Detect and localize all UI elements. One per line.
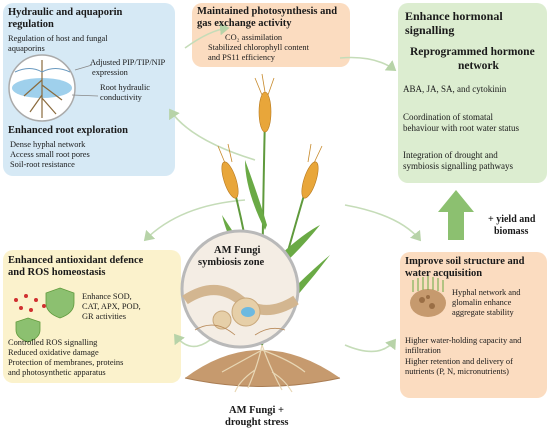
drought-stress-line2: drought stress [225, 417, 289, 428]
arrow-to-hormonal [339, 56, 397, 71]
hormone-network-line1: Reprogrammed hormone [410, 46, 535, 58]
arrow-to-hydraulic [169, 108, 256, 161]
hyphal-network-line3: aggregate stability [452, 308, 514, 317]
photosynthesis-panel [192, 3, 350, 67]
soil-text-line2: infiltration [405, 346, 441, 355]
hormonal-signalling-panel [398, 3, 547, 183]
photosynthesis-title-line2: gas exchange activity [197, 18, 292, 29]
yield-up-arrow [438, 190, 474, 240]
root-exploration-item2: Access small root pores [10, 150, 90, 159]
arrow-to-photosynthesis [184, 22, 230, 49]
stomatal-coordination-line1: Coordination of stomatal [403, 112, 493, 122]
soil-text-line1: Higher water-holding capacity and [405, 336, 522, 345]
root-exploration-title: Enhanced root exploration [8, 125, 128, 136]
arrow-to-soil [344, 204, 422, 242]
root-exploration-item1: Dense hyphal network [10, 140, 86, 149]
signal-integration-line1: Integration of drought and [403, 150, 498, 160]
antioxidant-text-line3: Protection of membranes, proteins [8, 358, 124, 367]
soil-text-line4: nutrients (P, N, micronutrients) [405, 367, 509, 376]
stomatal-coordination-line2: behaviour with root water status [403, 123, 519, 133]
hyphal-network-line2: glomalin enhance [452, 298, 512, 307]
photosynthesis-text-line3: and PS11 efficiency [208, 53, 275, 62]
antioxidant-text-line1: Controlled ROS signalling [8, 338, 98, 347]
wheat-ears [221, 91, 319, 199]
hormonal-title-line2: signalling [405, 23, 455, 37]
adjusted-expression-line1: Adjusted PIP/TIP/NIP [90, 58, 166, 67]
antioxidant-defence-panel [3, 250, 181, 383]
photosynthesis-text-line1: CO₂ assimilation [225, 33, 283, 42]
root-conductivity-line1: Root hydraulic [100, 83, 151, 92]
hydraulic-text-line2: aquaporins [8, 44, 45, 53]
shield-icon [15, 287, 75, 343]
antioxidant-title-line2: and ROS homeostasis [8, 267, 106, 278]
root-aquaporin-illustration [8, 54, 76, 122]
plant-roots [221, 344, 306, 393]
root-conductivity-line2: conductivity [100, 93, 142, 102]
hydraulic-title-line2: regulation [8, 19, 54, 30]
symbiosis-zone-line1: AM Fungi [214, 245, 261, 256]
soil-structure-title-line1: Improve soil structure and [405, 256, 525, 267]
yield-label-line1: + yield and [488, 214, 536, 225]
hormonal-title-line1: Enhance hormonal [405, 9, 503, 23]
photosynthesis-title-line1: Maintained photosynthesis and [197, 6, 338, 17]
antioxidant-title-line1: Enhanced antioxidant defence [8, 255, 144, 266]
symbiosis-zone-illustration [182, 285, 299, 336]
hyphal-network-line1: Hyphal network and [452, 288, 521, 297]
hydraulic-text-line1: Regulation of host and fungal [8, 34, 108, 43]
soil-structure-title-line2: water acquisition [405, 268, 483, 279]
arrow-to-antioxidant [143, 199, 246, 242]
yield-label-line2: biomass [494, 226, 529, 237]
soil-structure-panel [400, 252, 547, 398]
drought-stress-line1: AM Fungi + [229, 405, 284, 416]
hormone-list: ABA, JA, SA, and cytokinin [403, 84, 507, 94]
antioxidant-text-line4: and photosynthetic apparatus [8, 368, 106, 377]
antioxidant-text-line2: Reduced oxidative damage [8, 348, 99, 357]
enzyme-activity-line3: GR activities [82, 312, 126, 321]
enzyme-activity-line2: CAT, APX, POD, [82, 302, 141, 311]
symbiosis-zone-circle [180, 229, 300, 349]
enzyme-activity-line1: Enhance SOD, [82, 292, 132, 301]
hydraulic-title-line1: Hydraulic and aquaporin [8, 7, 123, 18]
arrow-to-bottom-left [174, 333, 211, 348]
soil-aggregate-illustration [410, 276, 446, 317]
adjusted-expression-line2: expression [92, 68, 128, 77]
symbiosis-zone-line2: symbiosis zone [198, 257, 265, 268]
ros-dots-illustration [14, 294, 46, 312]
signal-integration-line2: symbiosis signalling pathways [403, 161, 513, 171]
soil-text-line3: Higher retention and delivery of [405, 357, 513, 366]
soil-mound [185, 350, 340, 387]
root-exploration-item3: Soil-root resistance [10, 160, 75, 169]
hormone-network-line2: network [458, 60, 499, 72]
arrow-to-bottom-right [344, 338, 396, 353]
photosynthesis-text-line2: Stabilized chlorophyll content [208, 43, 309, 52]
